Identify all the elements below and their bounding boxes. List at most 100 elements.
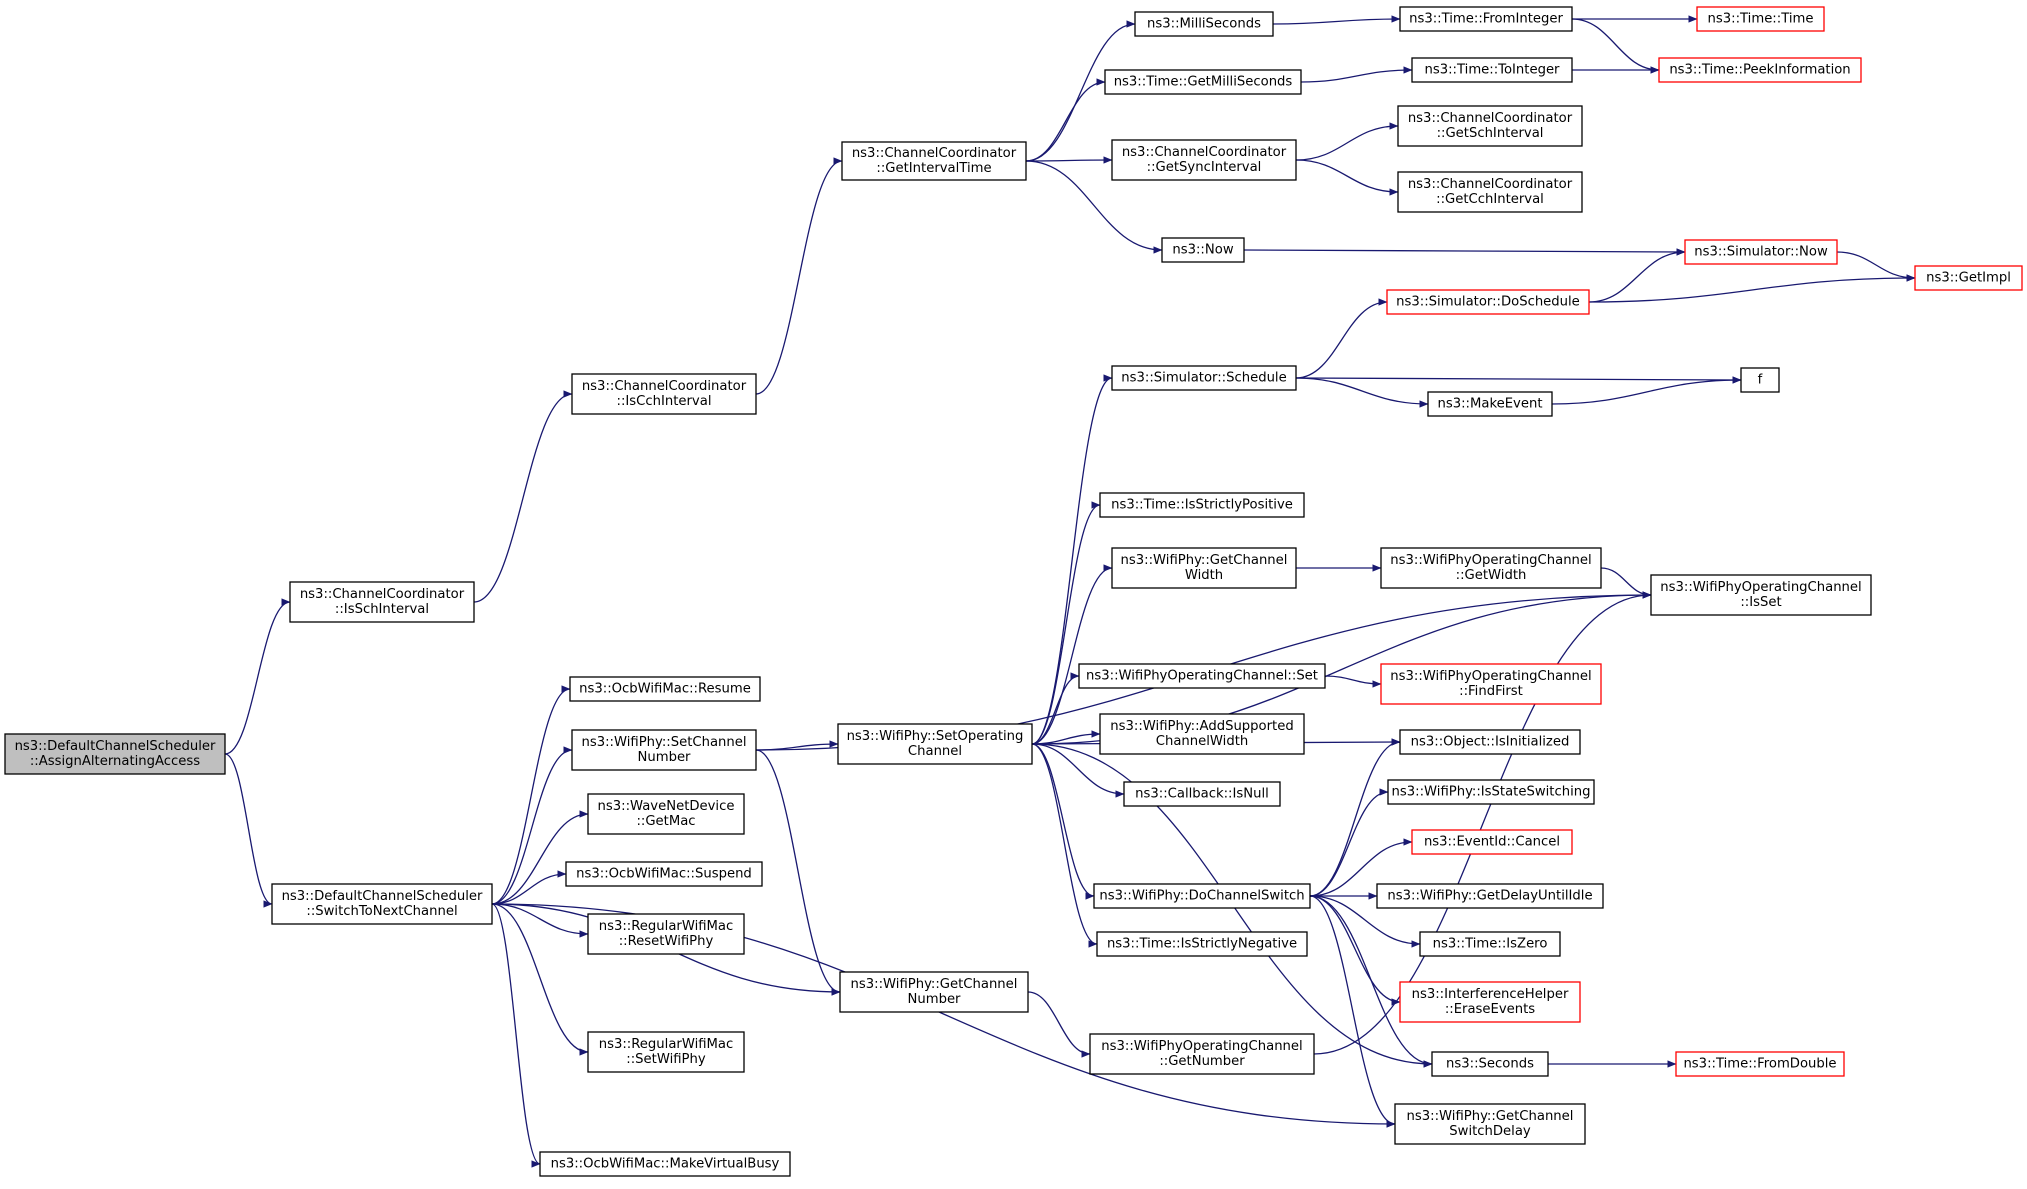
node-box	[837, 723, 1033, 765]
node-label: ns3::Time::ToInteger	[1425, 63, 1561, 78]
node-box	[1386, 289, 1590, 315]
node-label: ns3::WifiPhy::GetChannel	[1121, 553, 1288, 568]
node-isCch[interactable]: ns3::ChannelCoordinator::IsCchInterval	[571, 373, 757, 415]
node-virtBusy[interactable]: ns3::OcbWifiMac::MakeVirtualBusy	[539, 1151, 791, 1177]
node-label: ns3::Time::IsZero	[1433, 937, 1548, 952]
node-label: ns3::WifiPhy::DoChannelSwitch	[1099, 889, 1304, 904]
node-getSync[interactable]: ns3::ChannelCoordinator::GetSyncInterval	[1111, 139, 1297, 181]
edge-schedule-to-doSched	[1295, 298, 1388, 379]
node-root[interactable]: ns3::DefaultChannelScheduler::AssignAlte…	[4, 733, 226, 775]
edge-now-to-simNow	[1243, 248, 1686, 256]
node-label: ns3::ChannelCoordinator	[852, 146, 1017, 161]
node-box	[1387, 779, 1595, 805]
node-label: ns3::WifiPhyOperatingChannel::Set	[1086, 669, 1318, 684]
node-label: ns3::OcbWifiMac::MakeVirtualBusy	[551, 1157, 780, 1172]
node-erase[interactable]: ns3::InterferenceHelper::EraseEvents	[1399, 981, 1581, 1023]
node-resume[interactable]: ns3::OcbWifiMac::Resume	[569, 676, 761, 702]
node-label: ns3::Simulator::Now	[1694, 245, 1828, 260]
node-label: ns3::InterferenceHelper	[1412, 987, 1569, 1002]
node-f[interactable]: f	[1740, 367, 1780, 393]
node-box	[1380, 663, 1602, 705]
node-isStrictPos[interactable]: ns3::Time::IsStrictlyPositive	[1099, 492, 1305, 518]
node-fromInt[interactable]: ns3::Time::FromInteger	[1399, 6, 1573, 32]
node-getSchInt[interactable]: ns3::ChannelCoordinator::GetSchInterval	[1397, 105, 1583, 147]
node-toInt[interactable]: ns3::Time::ToInteger	[1411, 57, 1573, 83]
node-timeTime[interactable]: ns3::Time::Time	[1696, 6, 1825, 32]
node-doSched[interactable]: ns3::Simulator::DoSchedule	[1386, 289, 1590, 315]
node-label: ns3::ChannelCoordinator	[1408, 177, 1573, 192]
node-label: ns3::RegularWifiMac	[599, 919, 734, 934]
edge-doChanSw-to-seconds	[1309, 895, 1433, 1068]
node-getMilli[interactable]: ns3::Time::GetMilliSeconds	[1104, 69, 1302, 95]
node-isInit[interactable]: ns3::Object::IsInitialized	[1399, 729, 1581, 755]
node-makeEvent[interactable]: ns3::MakeEvent	[1427, 391, 1553, 417]
node-getInterval[interactable]: ns3::ChannelCoordinator::GetIntervalTime	[841, 141, 1027, 181]
node-isNull[interactable]: ns3::Callback::IsNull	[1123, 781, 1281, 807]
node-opGetNum[interactable]: ns3::WifiPhyOperatingChannel::GetNumber	[1089, 1033, 1315, 1075]
node-box	[1099, 492, 1305, 518]
node-setPhy[interactable]: ns3::RegularWifiMac::SetWifiPhy	[587, 1031, 745, 1073]
edge-doChanSw-to-isZero	[1309, 895, 1421, 948]
node-box	[1427, 391, 1553, 417]
node-box	[539, 1151, 791, 1177]
node-getMac[interactable]: ns3::WaveNetDevice::GetMac	[587, 793, 745, 835]
node-label: ns3::Callback::IsNull	[1135, 787, 1269, 802]
edge-setOpChan-to-getChanWidth	[1031, 564, 1113, 745]
node-label: ns3::Time::IsStrictlyPositive	[1111, 498, 1293, 513]
node-label: ns3::Time::PeekInformation	[1669, 63, 1850, 78]
node-label: ns3::Object::IsInitialized	[1411, 735, 1570, 750]
node-label: ns3::WifiPhyOperatingChannel	[1101, 1039, 1302, 1054]
node-suspend[interactable]: ns3::OcbWifiMac::Suspend	[565, 861, 763, 887]
node-opGetWidth[interactable]: ns3::WifiPhyOperatingChannel::GetWidth	[1380, 547, 1602, 589]
node-box	[1111, 547, 1297, 589]
node-isStateSw[interactable]: ns3::WifiPhy::IsStateSwitching	[1387, 779, 1595, 805]
node-milli[interactable]: ns3::MilliSeconds	[1134, 11, 1274, 37]
node-doChanSw[interactable]: ns3::WifiPhy::DoChannelSwitch	[1093, 883, 1311, 909]
node-getDelay[interactable]: ns3::WifiPhy::GetDelayUntilIdle	[1376, 883, 1604, 909]
node-label: ns3::ChannelCoordinator	[1122, 145, 1287, 160]
edge-schedule-to-makeEvent	[1295, 377, 1429, 408]
node-label: f	[1758, 373, 1763, 388]
node-fromDouble[interactable]: ns3::Time::FromDouble	[1675, 1051, 1845, 1077]
node-peek[interactable]: ns3::Time::PeekInformation	[1658, 57, 1862, 83]
node-label: ns3::Seconds	[1446, 1057, 1534, 1072]
node-getImpl[interactable]: ns3::GetImpl	[1914, 265, 2023, 291]
node-isSch[interactable]: ns3::ChannelCoordinator::IsSchInterval	[289, 581, 475, 623]
node-label: ns3::MilliSeconds	[1147, 17, 1261, 32]
node-label: Channel	[908, 744, 962, 759]
node-box	[1658, 57, 1862, 83]
edge-doChanSw-to-isInit	[1309, 738, 1401, 897]
node-resetPhy[interactable]: ns3::RegularWifiMac::ResetWifiPhy	[587, 913, 745, 955]
edge-getChanNum-to-opGetNum	[1027, 991, 1091, 1058]
node-label: ns3::DefaultChannelScheduler	[282, 889, 483, 904]
node-findFirst[interactable]: ns3::WifiPhyOperatingChannel::FindFirst	[1380, 663, 1602, 705]
node-opSet[interactable]: ns3::WifiPhyOperatingChannel::Set	[1078, 663, 1326, 689]
node-label: ns3::Time::GetMilliSeconds	[1114, 75, 1293, 90]
node-label: ns3::WifiPhy::IsStateSwitching	[1392, 785, 1591, 800]
node-now[interactable]: ns3::Now	[1161, 237, 1245, 263]
node-box	[1397, 171, 1583, 213]
node-isZero[interactable]: ns3::Time::IsZero	[1419, 931, 1561, 957]
edge-setChanNum-to-setOpChan	[755, 740, 839, 751]
node-isStrictNeg[interactable]: ns3::Time::IsStrictlyNegative	[1096, 931, 1308, 957]
node-simNow[interactable]: ns3::Simulator::Now	[1684, 239, 1838, 265]
node-getCchInt[interactable]: ns3::ChannelCoordinator::GetCchInterval	[1397, 171, 1583, 213]
node-label: ::EraseEvents	[1445, 1002, 1535, 1017]
node-seconds[interactable]: ns3::Seconds	[1431, 1051, 1549, 1077]
node-label: ns3::ChannelCoordinator	[1408, 111, 1573, 126]
node-box	[1161, 237, 1245, 263]
node-cancel[interactable]: ns3::EventId::Cancel	[1411, 829, 1573, 855]
node-opIsSet[interactable]: ns3::WifiPhyOperatingChannel::IsSet	[1650, 574, 1872, 616]
node-box	[1078, 663, 1326, 689]
node-switchNext[interactable]: ns3::DefaultChannelScheduler::SwitchToNe…	[271, 883, 493, 925]
node-schedule[interactable]: ns3::Simulator::Schedule	[1111, 365, 1297, 391]
node-label: ns3::Now	[1172, 243, 1233, 258]
node-box	[1096, 931, 1308, 957]
edge-switchNext-to-resume	[491, 685, 571, 905]
